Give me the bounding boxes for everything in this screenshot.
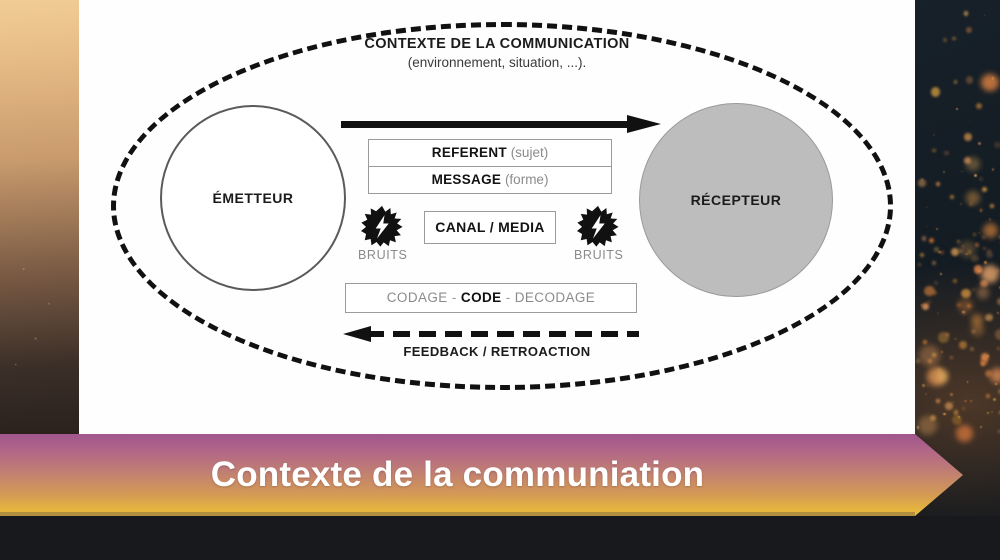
banner-edge-highlight	[0, 512, 915, 516]
feedback-arrow-dashes	[367, 331, 639, 337]
noise-left-label: BRUITS	[358, 248, 408, 262]
arrow-right-icon	[341, 115, 661, 133]
code-label: CODE	[460, 290, 502, 305]
noise-right-label: BRUITS	[574, 248, 624, 262]
diagram-card: CONTEXTE DE LA COMMUNICATION (environnem…	[79, 0, 915, 434]
noise-burst-icon	[577, 205, 619, 247]
channel-box[interactable]: CANAL / MEDIA	[424, 211, 556, 244]
context-heading: CONTEXTE DE LA COMMUNICATION (environnem…	[364, 36, 629, 70]
receiver-node[interactable]: RÉCEPTEUR	[639, 103, 833, 297]
arrow-shaft	[341, 121, 627, 128]
channel-label: CANAL / MEDIA	[435, 219, 545, 235]
codage-label: CODAGE	[386, 290, 448, 305]
feedback-label: FEEDBACK / RETROACTION	[403, 344, 591, 359]
noise-right: BRUITS	[574, 205, 624, 262]
left-gradient-strip	[0, 0, 79, 434]
message-row[interactable]: MESSAGE (forme)	[368, 167, 612, 194]
noise-left: BRUITS	[358, 205, 408, 262]
message-label: MESSAGE	[431, 172, 502, 187]
referent-note: (sujet)	[506, 145, 549, 160]
emitter-label: ÉMETTEUR	[212, 190, 294, 206]
banner-title: Contexte de la communiation	[210, 455, 705, 494]
receiver-label: RÉCEPTEUR	[690, 192, 782, 208]
code-box[interactable]: CODAGE - CODE - DECODAGE	[345, 283, 637, 313]
feedback-arrow-head	[343, 326, 371, 342]
message-note: (forme)	[501, 172, 549, 187]
referent-label: REFERENT	[431, 145, 507, 160]
noise-burst-icon	[361, 205, 403, 247]
context-subtitle: (environnement, situation, ...).	[407, 55, 587, 70]
context-ellipse-boundary	[111, 22, 893, 390]
arrow-left-dashed-icon	[343, 326, 639, 342]
emitter-node[interactable]: ÉMETTEUR	[160, 105, 346, 291]
context-title: CONTEXTE DE LA COMMUNICATION	[364, 36, 630, 52]
code-sep-2: -	[505, 290, 511, 305]
bottom-dark-strip	[0, 516, 1000, 560]
decodage-label: DECODAGE	[514, 290, 596, 305]
channel-row: BRUITS CANAL / MEDIA BRUITS	[358, 205, 624, 267]
title-banner: Contexte de la communiation	[0, 434, 915, 516]
code-sep-1: -	[451, 290, 457, 305]
referent-row[interactable]: REFERENT (sujet)	[368, 139, 612, 167]
arrow-head	[627, 115, 661, 133]
message-stack: REFERENT (sujet) MESSAGE (forme)	[368, 139, 612, 194]
